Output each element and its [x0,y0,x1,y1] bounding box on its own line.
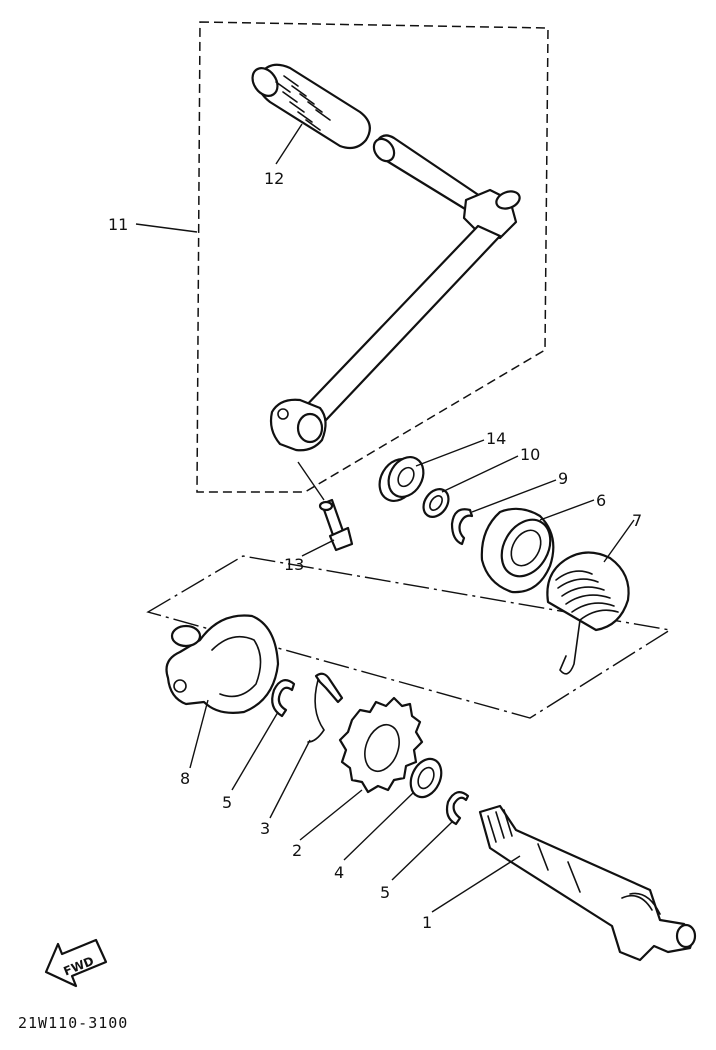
callout-9: 9 [558,469,568,488]
callout-1: 1 [422,913,432,932]
callout-11: 11 [108,215,128,234]
circlip-upper-part [271,679,296,718]
callout-6: 6 [596,491,606,510]
callout-7: 7 [632,511,642,530]
kick-crank-part [269,134,521,452]
spring-cover-part [480,507,555,594]
washer-part [422,488,450,518]
callout-3: 3 [260,819,270,838]
kick-crank-bolt-part [318,498,354,552]
kick-spring-part [546,551,630,675]
kick-gear-part [338,696,424,794]
kick-housing-part [165,614,280,714]
callout-10: 10 [520,445,540,464]
kick-axle-part [478,804,697,962]
drawing-code: 21W110-3100 [18,1014,128,1032]
callout-14: 14 [486,429,506,448]
callout-2: 2 [292,841,302,860]
callout-4: 4 [334,863,344,882]
callout-8: 8 [180,769,190,788]
washer-lower-part [409,757,443,799]
kick-grip-part [251,63,371,150]
circlip-lower-part [445,791,470,826]
callout-5-lower: 5 [380,883,390,902]
circlip-part [450,508,474,546]
leader-lines [135,123,635,913]
kick-crank-assembly-box [196,21,549,493]
forward-arrow-icon: FWD [44,938,108,988]
alignment-bracket [146,555,672,719]
ratchet-clip-part [307,672,344,743]
callout-12: 12 [264,169,284,188]
callout-13: 13 [284,555,304,574]
oil-seal-part [378,456,425,502]
callout-5-upper: 5 [222,793,232,812]
